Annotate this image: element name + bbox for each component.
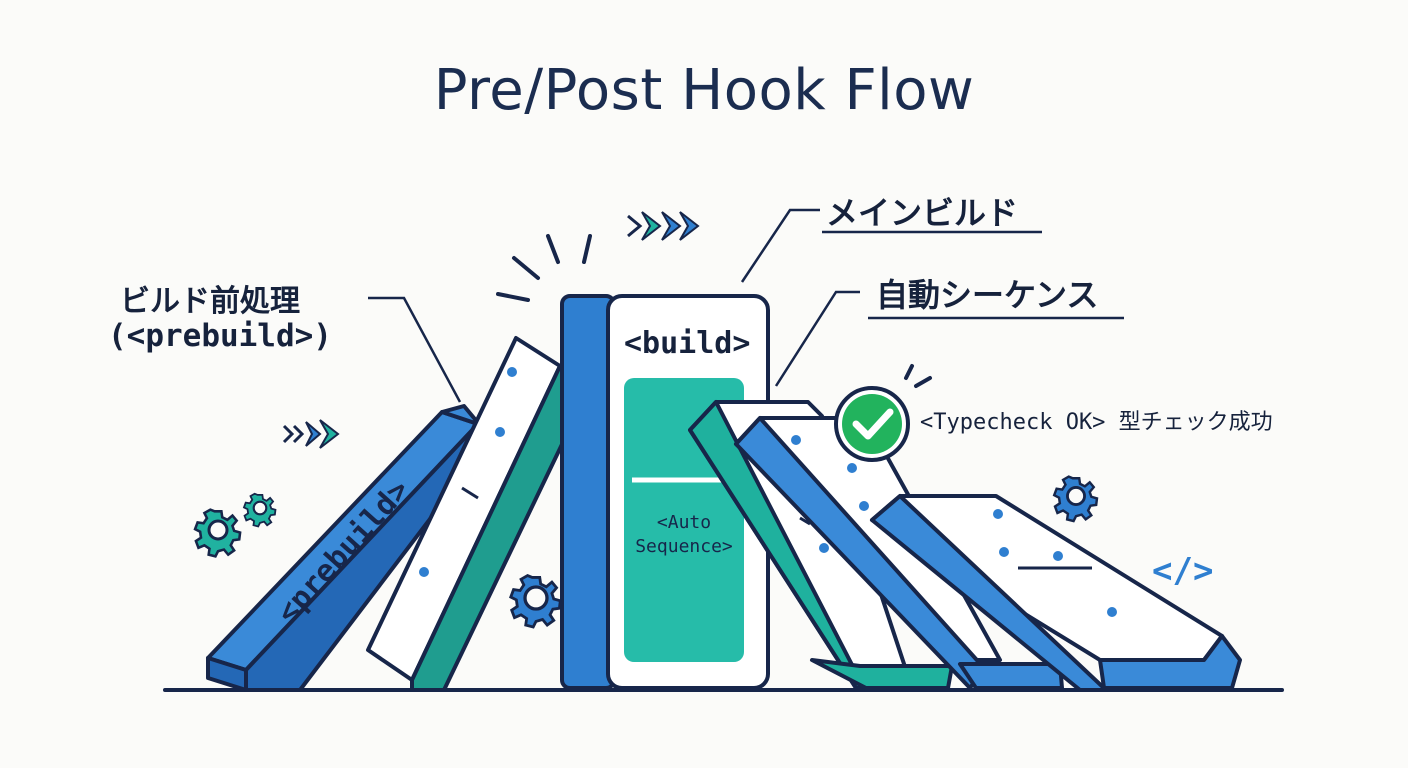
auto-sequence-line2: Sequence> [635, 536, 733, 557]
domino-fifth [734, 416, 1064, 690]
domino-build [560, 294, 770, 690]
check-burst-lines [904, 364, 932, 388]
code-icon: </> [1152, 551, 1213, 591]
prebuild-jp-label: ビルド前処理 [120, 284, 300, 319]
impact-burst-lines [496, 234, 592, 302]
typecheck-label: <Typecheck OK> 型チェック成功 [920, 410, 1273, 435]
prebuild-code-label: (<prebuild>) [108, 318, 332, 354]
auto-sequence-label: 自動シーケンス [876, 276, 1099, 314]
page-title: Pre/Post Hook Flow [433, 58, 975, 123]
auto-sequence-line1: <Auto [656, 512, 712, 533]
chevron-arrows-icon [627, 211, 700, 241]
gear-icon [242, 492, 277, 528]
chevron-arrows-icon [282, 419, 340, 449]
build-domino-label: <build> [624, 326, 751, 361]
gear-icon [1052, 475, 1099, 523]
gear-icon [509, 573, 562, 629]
leader-lines [368, 208, 1124, 403]
check-icon [834, 386, 910, 462]
domino-last [870, 494, 1242, 692]
main-build-label: メインビルド [826, 194, 1019, 232]
domino-fourth [688, 400, 954, 690]
gear-icon [193, 508, 242, 558]
